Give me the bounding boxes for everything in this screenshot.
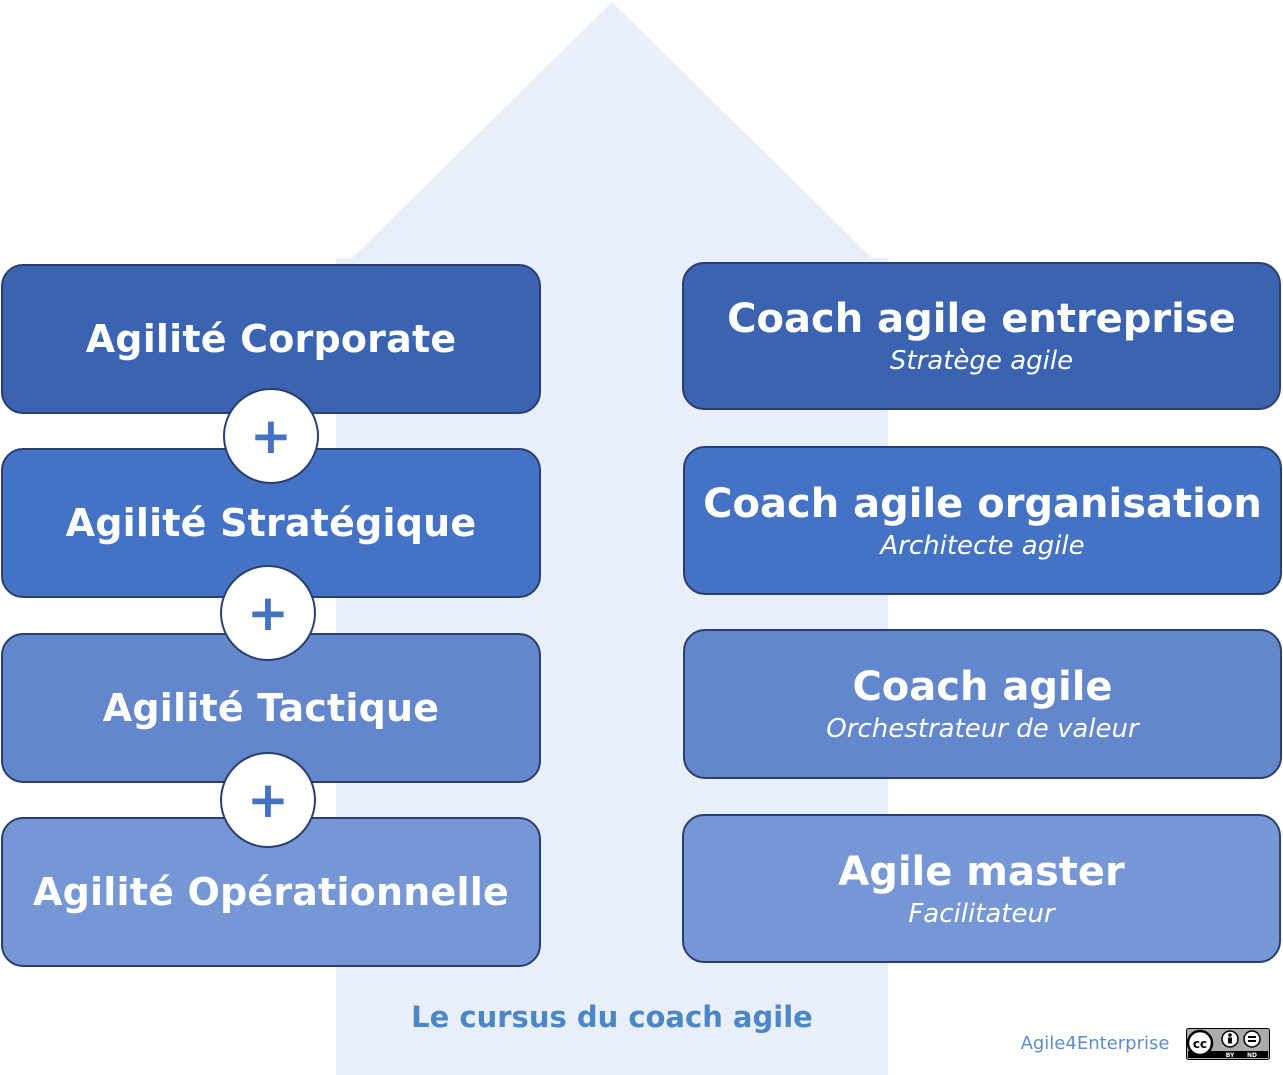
coach-role-title: Coach agile organisation <box>703 480 1262 527</box>
diagram-caption: Le cursus du coach agile <box>411 1000 813 1034</box>
coach-role-organisation: Coach agile organisation Architecte agil… <box>683 446 1282 595</box>
coach-role-subtitle: Architecte agile <box>880 530 1085 561</box>
plus-icon: + <box>250 407 292 465</box>
coach-role-subtitle: Stratège agile <box>889 346 1074 376</box>
plus-icon: + <box>247 771 289 829</box>
plus-connector: + <box>223 388 319 484</box>
agility-level-label: Agilité Stratégique <box>65 501 477 545</box>
agility-level-label: Agilité Corporate <box>85 317 457 361</box>
coach-role-title: Coach agile entreprise <box>727 296 1236 342</box>
svg-text:ND: ND <box>1247 1052 1257 1059</box>
svg-text:BY: BY <box>1226 1052 1235 1059</box>
svg-text:cc: cc <box>1193 1037 1207 1051</box>
agility-level-label: Agilité Tactique <box>102 686 440 730</box>
coach-role-master: Agile master Facilitateur <box>682 814 1281 963</box>
coach-role-title: Agile master <box>838 848 1125 895</box>
credit-text: Agile4Enterprise <box>1020 1033 1170 1054</box>
coach-role-subtitle: Facilitateur <box>908 898 1055 929</box>
coach-role-coach: Coach agile Orchestrateur de valeur <box>683 629 1282 779</box>
coach-role-enterprise: Coach agile entreprise Stratège agile <box>682 262 1281 410</box>
plus-connector: + <box>220 565 316 661</box>
plus-icon: + <box>247 584 289 642</box>
coach-role-title: Coach agile <box>852 664 1113 710</box>
coach-role-subtitle: Orchestrateur de valeur <box>826 714 1139 744</box>
cc-by-nd-icon: cc BY ND <box>1186 1028 1270 1060</box>
plus-connector: + <box>220 752 316 848</box>
agility-level-label: Agilité Opérationnelle <box>33 870 509 914</box>
